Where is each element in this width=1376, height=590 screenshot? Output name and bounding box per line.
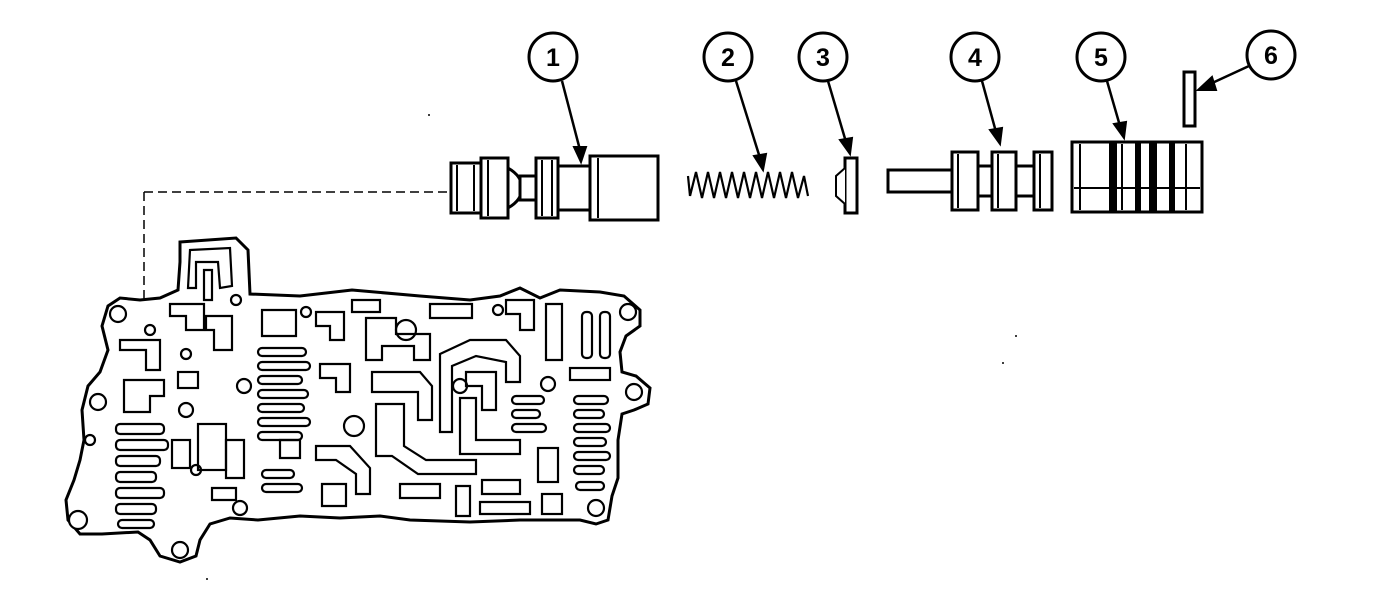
mounting-hole [618, 302, 638, 322]
callout-3-circle [797, 31, 849, 83]
part-4-stem [886, 168, 954, 194]
callout-1-circle [527, 31, 579, 83]
callout-1: 1 [527, 31, 588, 165]
mounting-hole [170, 540, 190, 560]
mounting-hole [88, 392, 108, 412]
callout-5-circle [1075, 31, 1127, 83]
callout-5-label: 5 [1094, 44, 1108, 72]
callout-3: 3 [797, 31, 854, 157]
callout-5-leader [1105, 80, 1122, 127]
mounting-hole [83, 433, 97, 447]
mounting-hole [491, 303, 505, 317]
mounting-hole [342, 414, 366, 438]
callout-2: 2 [702, 31, 768, 173]
part-1-end-cap [449, 161, 483, 215]
part-1-land-1 [479, 156, 510, 220]
part-5-sleeve [1070, 140, 1204, 214]
callout-4: 4 [949, 31, 1004, 147]
part-3-retainer-plate [843, 156, 859, 215]
callout-3-leader [826, 80, 848, 143]
mounting-hole [299, 305, 313, 319]
callout-4-circle [949, 31, 1001, 83]
part-4-land-1 [950, 150, 980, 212]
assembly-reference-line [143, 191, 448, 300]
mounting-hole [624, 382, 644, 402]
mounting-hole [229, 293, 243, 307]
part-1-stem [556, 164, 592, 212]
part-1-sleeve [588, 154, 660, 222]
part-3-retainer [835, 156, 859, 215]
valve-body-plate [64, 236, 652, 564]
mounting-hole [231, 499, 249, 517]
callout-4-label: 4 [968, 44, 982, 72]
mounting-hole [586, 498, 606, 518]
callout-6: 6 [1195, 29, 1297, 91]
part-4-spool [886, 150, 1054, 212]
callout-2-circle [702, 31, 754, 83]
mounting-hole [179, 347, 193, 361]
callout-3-arrowhead [838, 136, 854, 157]
part-2-spring [686, 171, 810, 199]
callout-1-label: 1 [546, 44, 560, 72]
mounting-hole [143, 323, 157, 337]
callout-6-circle [1245, 29, 1297, 81]
part-6-pin [1182, 70, 1197, 128]
part-1-land-2 [534, 156, 560, 220]
callout-4-arrowhead [988, 126, 1004, 147]
part-2-spring-coil [688, 171, 810, 199]
mounting-hole [394, 318, 418, 342]
fluid-passages [114, 246, 612, 530]
callout-1-arrowhead [572, 146, 588, 165]
callout-4-leader [980, 80, 998, 133]
callout-1-leader [560, 80, 582, 151]
callout-2-leader [734, 80, 762, 159]
part-1-valve [449, 154, 660, 222]
mounting-hole [108, 304, 128, 324]
callout-2-label: 2 [721, 44, 735, 72]
part-4-land-2 [990, 150, 1018, 212]
mounting-hole [235, 377, 253, 395]
callout-2-arrowhead [752, 152, 768, 173]
mounting-hole [539, 375, 557, 393]
callout-6-arrowhead [1195, 75, 1218, 91]
mounting-hole [67, 509, 89, 531]
callout-3-label: 3 [816, 44, 830, 72]
callout-6-leader [1209, 64, 1250, 86]
part-6-retaining-pin [1182, 70, 1197, 128]
part-4-land-3 [1032, 150, 1054, 212]
mounting-hole [177, 401, 195, 419]
callout-5: 5 [1075, 31, 1128, 141]
callout-5-arrowhead [1112, 120, 1128, 141]
callout-6-label: 6 [1264, 42, 1278, 70]
